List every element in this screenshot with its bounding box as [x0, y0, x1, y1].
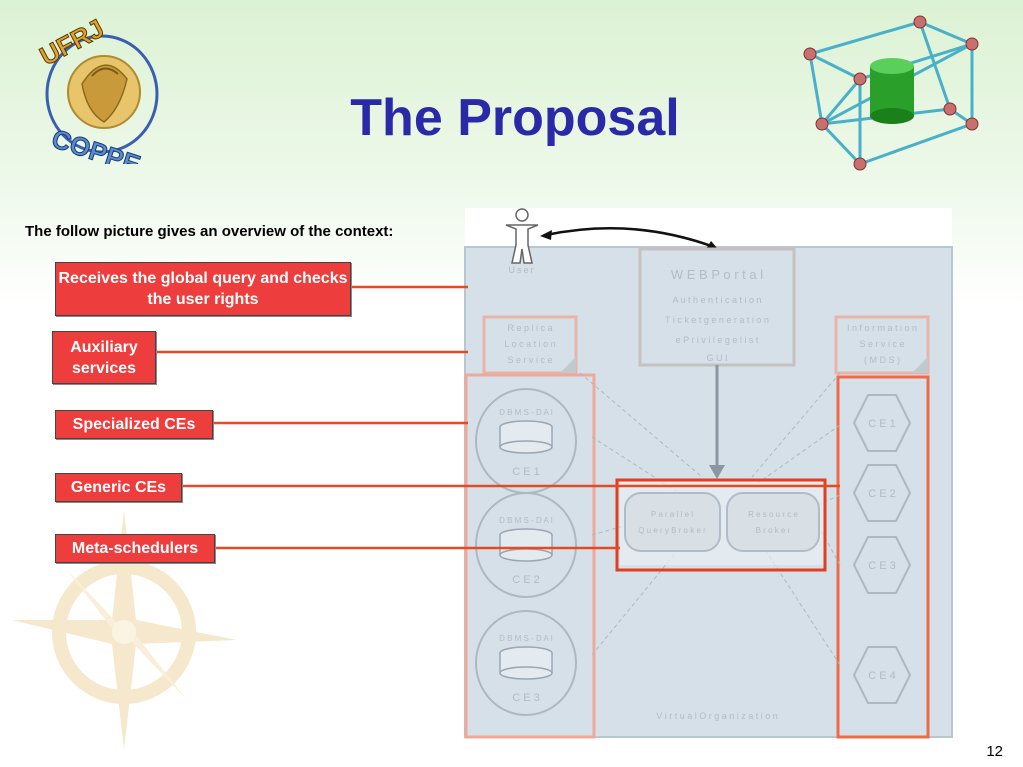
svg-text:C E 4: C E 4: [868, 670, 896, 682]
callout-specialized-ces: Specialized CEs: [55, 410, 213, 439]
callout-meta-schedulers: Meta-schedulers: [55, 534, 215, 563]
callout-auxiliary-services: Auxiliary services: [52, 331, 156, 384]
broker-1-line-1: P a r a l l e l: [651, 510, 693, 519]
information-service-line-1: I n f o r m a t i o n: [847, 323, 917, 333]
web-portal-line-4: G U I: [706, 353, 727, 363]
svg-text:D B M S - D A I: D B M S - D A I: [499, 634, 553, 643]
callout-generic-ces: Generic CEs: [55, 473, 182, 502]
svg-text:C E 1: C E 1: [512, 466, 540, 478]
dbms-node-3: D B M S - D A I C E 3: [475, 610, 577, 716]
dbms-node-1: D B M S - D A I C E 1: [475, 388, 577, 494]
page-number: 12: [986, 743, 1003, 760]
virtual-organization-label: V i r t u a l O r g a n i z a t i o n: [656, 711, 778, 721]
web-portal-title: W E B P o r t a l: [671, 267, 763, 282]
web-portal-line-3: e P r i v i l e g e l i s t: [676, 335, 759, 345]
broker-2-line-1: R e s o u r c e: [748, 510, 798, 519]
svg-text:C E 2: C E 2: [868, 488, 896, 500]
information-service-line-2: S e r v i c e: [859, 339, 904, 349]
slide-subtitle: The follow picture gives an overview of …: [25, 223, 394, 240]
user-label: User: [508, 265, 535, 275]
meta-scheduler-highlight: [615, 478, 827, 572]
specialized-ce-column: [464, 373, 596, 739]
callout-web-portal: Receives the global query and checks the…: [55, 262, 351, 316]
svg-text:C E 3: C E 3: [512, 692, 540, 704]
web-portal-line-1: A u t h e n t i c a t i o n: [672, 295, 761, 305]
broker-2-line-2: B r o k e r: [756, 526, 791, 535]
dbms-node-2: D B M S - D A I C E 2: [475, 492, 577, 598]
svg-text:C E 2: C E 2: [512, 574, 540, 586]
svg-text:C E 1: C E 1: [868, 418, 896, 430]
slide-title: The Proposal: [350, 89, 680, 147]
compass-watermark-icon: [12, 510, 237, 750]
replica-service-line-3: S e r v i c e: [507, 355, 552, 365]
replica-service-line-1: R e p l i c a: [507, 323, 552, 333]
architecture-diagram: User W E B P o r t a l A u t h e n t i c…: [464, 208, 953, 739]
user-icon: [505, 208, 539, 264]
replica-service-box: [482, 315, 578, 375]
svg-text:C E 3: C E 3: [868, 560, 896, 572]
svg-text:D B M S - D A I: D B M S - D A I: [499, 408, 553, 417]
information-service-line-3: ( M D S ): [864, 355, 900, 365]
generic-ce-3: C E 3: [852, 536, 912, 594]
broker-1-line-2: Q u e r y B r o k e r: [638, 526, 706, 535]
web-portal-line-2: T i c k e t g e n e r a t i o n: [665, 315, 769, 325]
ufrj-coppe-logo: UFRJ COPPE: [34, 14, 159, 164]
grid-cube-icon: [803, 15, 979, 171]
user-portal-arrow: [545, 227, 715, 249]
broker-area: P a r a l l e l Q u e r y B r o k e r R …: [620, 481, 824, 565]
generic-ce-column: [836, 375, 930, 739]
svg-text:D B M S - D A I: D B M S - D A I: [499, 516, 553, 525]
replica-service-line-2: L o c a t i o n: [504, 339, 555, 349]
generic-ce-1: C E 1: [852, 394, 912, 452]
generic-ce-2: C E 2: [852, 464, 912, 522]
information-service-box: [834, 315, 930, 375]
generic-ce-4: C E 4: [852, 646, 912, 704]
